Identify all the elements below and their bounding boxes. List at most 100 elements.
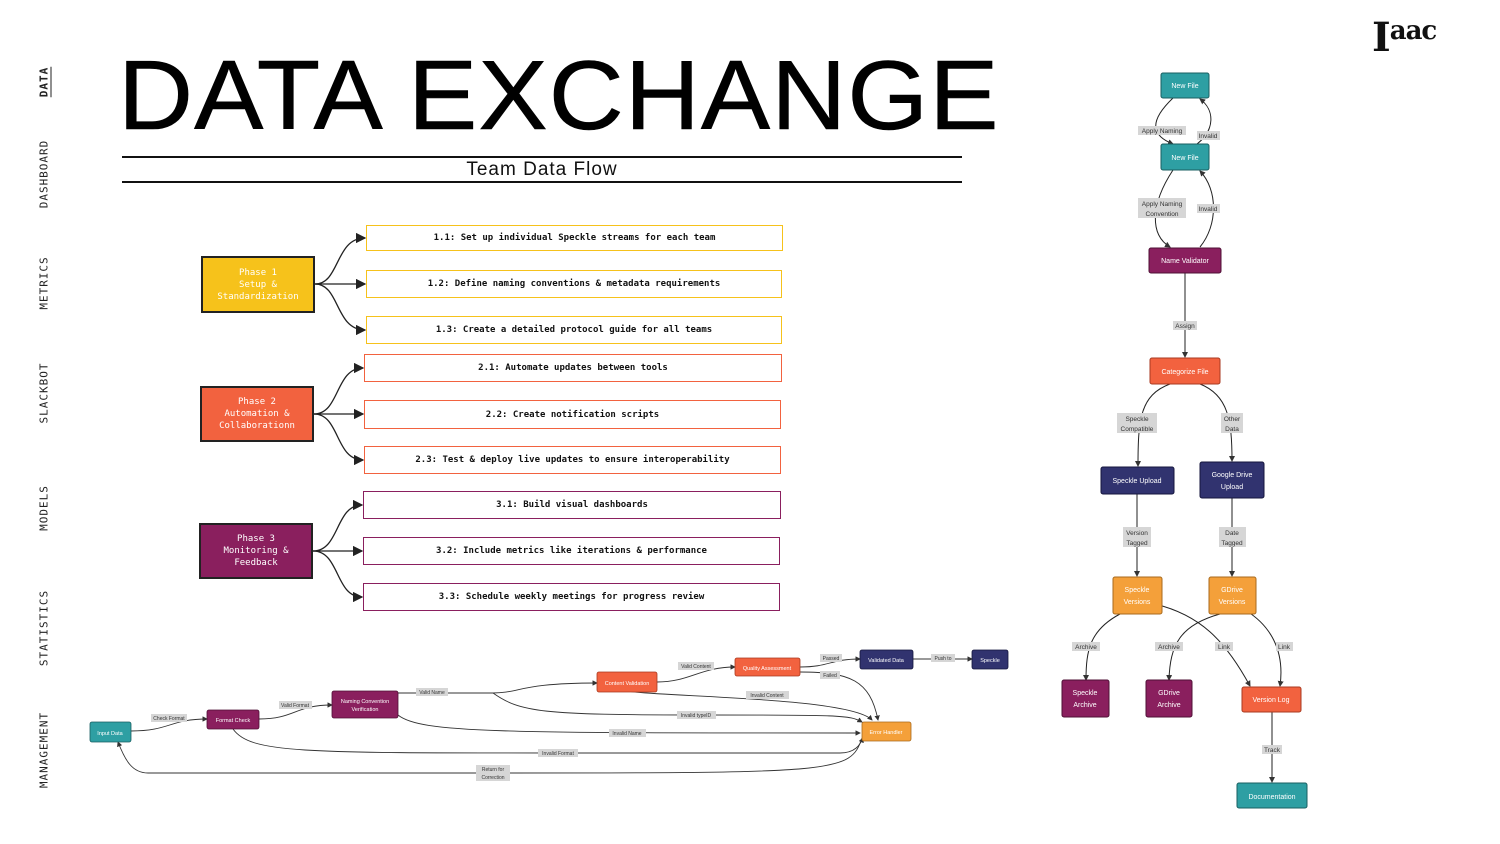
- phase-3-box: Phase 3 Monitoring & Feedback: [199, 523, 313, 579]
- node-quality-assessment: Quality Assessment: [734, 657, 801, 677]
- edge-archive-1: [1083, 613, 1121, 681]
- node-input-data-label: Input Data: [97, 731, 123, 737]
- task-2-1: 2.1: Automate updates between tools: [364, 354, 782, 382]
- edge-link-1: [1154, 603, 1251, 687]
- node-gdrive-archive-label-2: Archive: [1157, 702, 1180, 709]
- edge-invalid-name: [397, 714, 861, 736]
- node-new-file-1: New File: [1160, 72, 1210, 99]
- node-format-check-label: Format Check: [216, 718, 251, 724]
- node-new-file-2: New File: [1160, 143, 1210, 171]
- task-3-1: 3.1: Build visual dashboards: [363, 491, 781, 519]
- node-gdrive-versions-label-1: GDrive: [1221, 587, 1243, 594]
- node-name-validator-label: Name Validator: [1161, 258, 1209, 265]
- label-invalid-2: Invalid: [1199, 206, 1218, 213]
- edge-valid-content: [656, 664, 736, 683]
- label-other-data-1: Other: [1224, 416, 1241, 423]
- task-2-2: 2.2: Create notification scripts: [364, 400, 781, 429]
- label-link-1: Link: [1218, 644, 1231, 651]
- node-naming-check-label-1: Naming Convention: [341, 699, 389, 705]
- label-archive-2: Archive: [1158, 644, 1180, 651]
- page-subtitle: Team Data Flow: [466, 159, 618, 180]
- label-invalid-typeid: Invalid typeID: [681, 713, 712, 719]
- label-date-tagged-2: Tagged: [1221, 540, 1243, 547]
- label-archive-1: Archive: [1075, 644, 1097, 651]
- label-invalid-1: Invalid: [1199, 133, 1218, 140]
- node-content-validation-label: Content Validation: [605, 681, 650, 687]
- node-documentation: Documentation: [1236, 782, 1308, 809]
- node-error-handler-label: Error Handler: [869, 730, 902, 736]
- logo-sup: aac: [1389, 16, 1438, 46]
- label-valid-name: Valid Name: [419, 690, 445, 696]
- label-speckle-compatible-1: Speckle: [1125, 416, 1149, 423]
- label-version-tagged-2: Tagged: [1126, 540, 1148, 547]
- label-invalid-name: Invalid Name: [612, 731, 641, 737]
- edge-link-2: [1244, 609, 1284, 687]
- node-speckle-archive-label-1: Speckle: [1073, 690, 1098, 697]
- label-valid-content: Valid Content: [681, 664, 711, 670]
- label-date-tagged-1: Date: [1225, 530, 1239, 537]
- node-format-check: Format Check: [206, 709, 260, 730]
- label-check-format: Check Format: [153, 716, 185, 722]
- node-name-validator: Name Validator: [1148, 247, 1222, 274]
- node-version-log: Version Log: [1241, 686, 1302, 713]
- task-3-3: 3.3: Schedule weekly meetings for progre…: [363, 583, 780, 611]
- label-apply-naming-convention-2: Convention: [1146, 211, 1179, 218]
- node-validated-data-label: Validated Data: [868, 658, 905, 664]
- label-apply-naming: Apply Naming: [1142, 128, 1183, 135]
- label-invalid-format: Invalid Format: [542, 751, 574, 757]
- edge-valid-name: [398, 680, 598, 694]
- edge-invalid-format: [232, 728, 864, 754]
- node-validated-data: Validated Data: [859, 649, 914, 670]
- edge-speckle-compatible: [1135, 383, 1171, 467]
- label-valid-format: Valid Format: [281, 703, 310, 709]
- node-speckle-upload: Speckle Upload: [1100, 466, 1175, 495]
- label-speckle-compatible-2: Compatible: [1121, 426, 1154, 433]
- label-version-tagged-1: Version: [1126, 530, 1148, 537]
- node-error-handler: Error Handler: [861, 721, 912, 742]
- node-gdrive-versions-label-2: Versions: [1219, 599, 1246, 606]
- node-naming-check-label-2: Verification: [352, 707, 379, 713]
- task-1-3: 1.3: Create a detailed protocol guide fo…: [366, 316, 782, 344]
- label-return-for-correction-1: Return for: [482, 767, 505, 773]
- node-documentation-label: Documentation: [1248, 794, 1295, 801]
- task-1-2: 1.2: Define naming conventions & metadat…: [366, 270, 782, 298]
- label-passed: Passed: [823, 656, 840, 662]
- task-1-1: 1.1: Set up individual Speckle streams f…: [366, 225, 783, 251]
- page-title: DATA EXCHANGE: [118, 40, 1000, 150]
- node-gdrive-archive-label-1: GDrive: [1158, 690, 1180, 697]
- node-speckle-versions-label-1: Speckle: [1125, 587, 1150, 594]
- label-push-to: Push to: [935, 656, 952, 662]
- edge-passed: [799, 656, 861, 668]
- task-3-2: 3.2: Include metrics like iterations & p…: [363, 537, 780, 565]
- node-google-drive-upload-label-1: Google Drive: [1212, 472, 1253, 479]
- label-invalid-content: Invalid Content: [750, 693, 784, 699]
- label-apply-naming-convention-1: Apply Naming: [1142, 201, 1183, 208]
- node-input-data: Input Data: [89, 721, 132, 743]
- node-content-validation: Content Validation: [596, 671, 658, 693]
- label-track: Track: [1264, 747, 1281, 754]
- label-return-for-correction-2: Correction: [481, 775, 504, 781]
- node-quality-assessment-label: Quality Assessment: [743, 666, 792, 672]
- label-failed: Failed: [823, 673, 837, 679]
- node-categorize-file-label: Categorize File: [1161, 369, 1208, 376]
- node-categorize-file: Categorize File: [1149, 357, 1221, 385]
- edge-return-for-correction: [117, 737, 863, 774]
- node-new-file-1-label: New File: [1171, 83, 1198, 90]
- node-google-drive-upload-label-2: Upload: [1221, 484, 1243, 491]
- phase-1-box: Phase 1 Setup & Standardization: [201, 256, 315, 313]
- edge-invalid-1: [1196, 98, 1212, 145]
- task-2-3: 2.3: Test & deploy live updates to ensur…: [364, 446, 781, 474]
- title-rule-bottom: [122, 181, 962, 183]
- label-assign: Assign: [1175, 323, 1195, 330]
- logo-base: I: [1372, 14, 1391, 61]
- node-speckle-label: Speckle: [980, 658, 1000, 664]
- label-link-2: Link: [1278, 644, 1291, 651]
